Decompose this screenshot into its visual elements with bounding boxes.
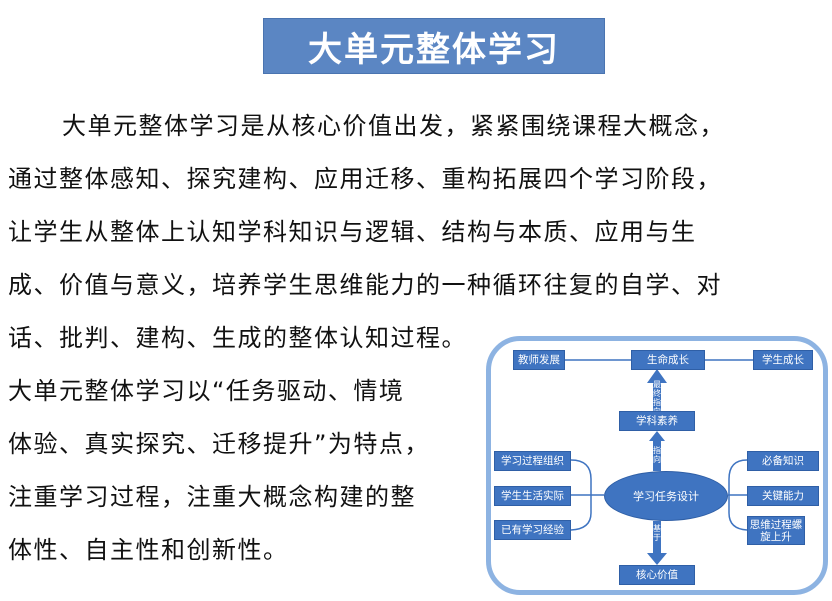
label-based-on: 基于 [653, 524, 661, 542]
box-essential-knowledge: 必备知识 [747, 451, 819, 471]
bracket-left [570, 459, 592, 531]
box-core-value: 核心价值 [619, 565, 695, 585]
paragraph-1-line-1: 大单元整体学习是从核心价值出发，紧紧围绕课程大概念， [62, 112, 725, 140]
arrow-up-final [647, 369, 667, 411]
learning-diagram: 教师发展 生命成长 学生成长 最终指向 学科素养 指向 学习任务设计 学习过程组… [486, 336, 828, 595]
arrow-down-base [647, 521, 667, 565]
box-thinking-spiral: 思维过程螺旋上升 [747, 516, 805, 545]
box-student-growth: 学生成长 [753, 350, 813, 370]
box-subject-literacy: 学科素养 [619, 411, 695, 431]
label-direction: 指向 [653, 446, 661, 464]
paragraph-1-line-2: 通过整体感知、探究建构、应用迁移、重构拓展四个学习阶段， [8, 165, 722, 193]
bracket-right [728, 459, 748, 531]
paragraph-1-line-5: 话、批判、建构、生成的整体认知过程。 [8, 324, 467, 352]
paragraph-2-line-2: 体验、真实探究、迁移提升”为特点， [8, 430, 430, 458]
page-title: 大单元整体学习 [263, 18, 605, 74]
paragraph-1-line-4: 成、价值与意义，培养学生思维能力的一种循环往复的自学、对 [8, 271, 722, 299]
box-process-organization: 学习过程组织 [494, 451, 571, 471]
box-teacher-development: 教师发展 [513, 350, 565, 370]
ellipse-task-design: 学习任务设计 [604, 471, 728, 521]
box-life-growth: 生命成长 [631, 350, 705, 370]
paragraph-1-line-3: 让学生从整体上认知学科知识与逻辑、结构与本质、应用与生 [8, 218, 697, 246]
paragraph-2-line-1: 大单元整体学习以“任务驱动、情境 [8, 377, 405, 405]
box-life-reality: 学生生活实际 [494, 486, 571, 506]
arrow-up-mid [649, 431, 665, 471]
paragraph-2-line-3: 注重学习过程，注重大概念构建的整 [8, 483, 416, 511]
paragraph-2-line-4: 体性、自主性和创新性。 [8, 536, 289, 564]
box-key-ability: 关键能力 [747, 486, 819, 506]
box-prior-experience: 已有学习经验 [494, 520, 571, 540]
diagram-connectors [563, 359, 753, 565]
